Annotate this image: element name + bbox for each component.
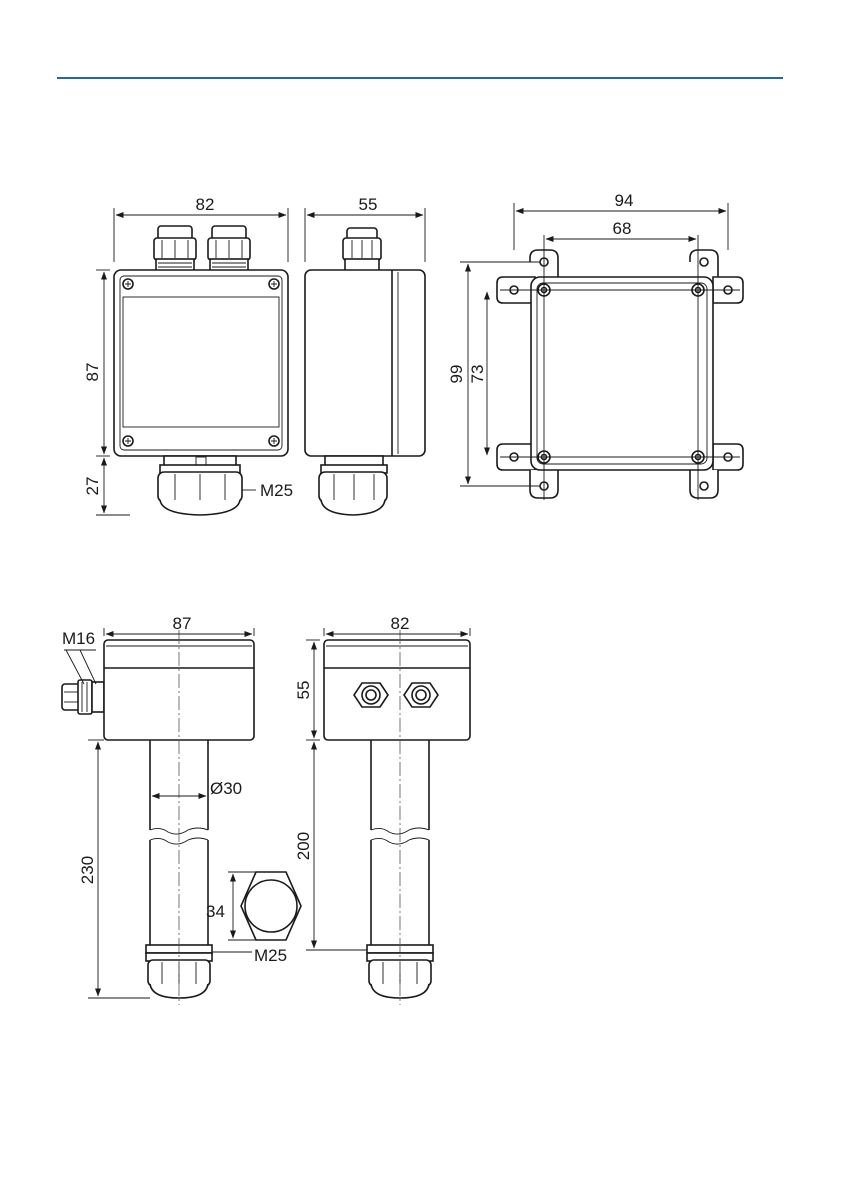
dim-front-height: 87 — [83, 363, 102, 382]
side-top-gland — [343, 228, 381, 271]
dim-duct-front-width: 82 — [391, 614, 410, 633]
duct-side-view: 87 M16 Ø30 230 34 M25 — [62, 614, 301, 1005]
label-gland-thread-top: M25 — [260, 481, 293, 500]
label-side-gland-thread: M16 — [62, 629, 95, 648]
side-gland-m16 — [62, 680, 104, 714]
side-view: 55 — [305, 195, 425, 515]
front-housing — [114, 270, 288, 456]
front-view: 82 87 27 M25 — [83, 195, 293, 515]
label-gland-thread-bottom: M25 — [254, 946, 287, 965]
dim-mount-outer-height: 99 — [447, 365, 466, 384]
dim-duct-box-height: 55 — [294, 681, 313, 700]
dim-tube-length: 200 — [294, 832, 313, 860]
duct-front-housing — [324, 640, 470, 740]
dim-mount-inner-height: 73 — [468, 365, 487, 384]
dim-front-width: 82 — [196, 195, 215, 214]
side-bottom-gland — [319, 456, 387, 515]
dim-hex-across-flats: 34 — [206, 902, 225, 921]
top-gland-right — [208, 226, 250, 271]
dim-duct-side-width: 87 — [173, 614, 192, 633]
mounting-view: 94 68 99 73 — [447, 191, 743, 500]
mount-housing — [531, 277, 713, 470]
hex-nut-detail — [241, 872, 301, 940]
dim-side-depth: 55 — [359, 195, 378, 214]
top-gland-left — [154, 226, 196, 271]
dim-total-length: 230 — [78, 856, 97, 884]
bottom-gland-front — [158, 456, 242, 515]
side-housing — [305, 270, 425, 456]
dim-tube-diameter: Ø30 — [210, 779, 242, 798]
dim-mount-outer-width: 94 — [615, 191, 634, 210]
dim-mount-inner-width: 68 — [613, 219, 632, 238]
dim-gland-height: 27 — [83, 477, 102, 496]
duct-front-view: 82 55 200 — [294, 614, 470, 1005]
